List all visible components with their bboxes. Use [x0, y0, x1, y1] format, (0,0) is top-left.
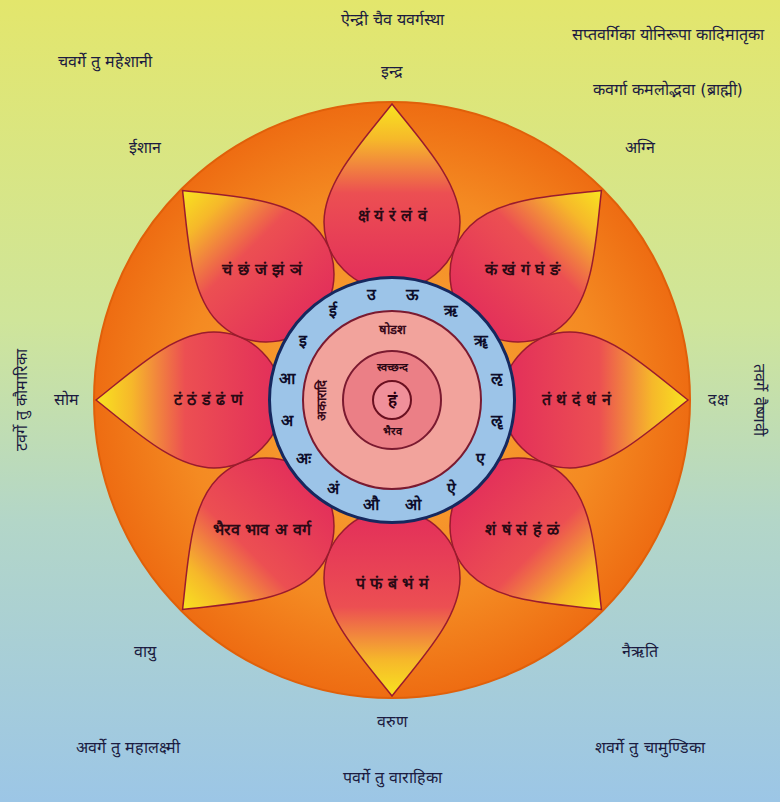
bija-syllable: हं — [388, 390, 397, 411]
vowel-letter: अं — [327, 479, 339, 499]
petal-shape — [96, 332, 282, 468]
matrika-label: टवर्गे तु कौमारिका — [12, 349, 32, 451]
ring-shape — [343, 351, 441, 449]
petal-syllables: टं ठं डं ढं णं — [174, 390, 243, 410]
direction-label: वायु — [134, 642, 156, 662]
vowel-letter: अः — [296, 449, 311, 469]
direction-label: नैऋति — [622, 642, 658, 662]
vowel-letter: ई — [329, 301, 337, 321]
direction-label: अग्नि — [625, 138, 655, 158]
ring-shape — [303, 311, 481, 489]
matrika-label: शवर्गे तु चामुण्डिका — [530, 738, 770, 758]
ring-word: स्वच्छन्द — [377, 361, 408, 375]
direction-label: इन्द्र — [381, 62, 403, 82]
petal-syllables: शं षं सं हं ळं — [485, 520, 559, 540]
matrika-label: पवर्गे तु वाराहिका — [343, 768, 442, 788]
vowel-letter: ओ — [405, 495, 421, 515]
vowel-letter: ॠ — [474, 331, 488, 351]
vowel-letter: ऌ — [491, 369, 502, 389]
petal-syllables: क्षं यं रं लं वं — [358, 206, 427, 226]
direction-label: वरुण — [377, 712, 408, 732]
vowel-letter: इ — [299, 331, 307, 351]
ring-word: भैरव — [383, 425, 402, 439]
vowel-letter: उ — [367, 285, 376, 305]
bija-center: हं — [372, 380, 412, 420]
matrika-label: कवर्गा कमलोद्भवा (ब्राह्मी) — [566, 80, 771, 100]
ring-word: षोडश — [379, 322, 406, 338]
orange-disc — [94, 102, 690, 698]
vowel-ring: अ आइ ई उ ऊ ऋॠऌ ॡएऐ ओ औ अं अः षोडश अकारादि स्वच्छन्द भै… — [268, 276, 516, 524]
vowel-letter: ऊ — [406, 285, 419, 305]
lotus-petal: टं ठं डं ढं णं — [146, 332, 282, 468]
petal-syllables: पं फं बं भं मं — [356, 574, 429, 594]
petal-shape — [324, 104, 460, 290]
vowel-letter: औ — [363, 495, 379, 515]
lotus-petal: पं फं बं भं मं — [324, 510, 460, 646]
matrika-label: चवर्गे तु महेशानी — [5, 52, 205, 72]
lotus-petal: क्षं यं रं लं वं — [324, 154, 460, 290]
matrika-label: ऐन्द्री चैव यवर्गस्था — [341, 10, 444, 30]
lotus-petal: तं थं दं धं नं — [502, 332, 638, 468]
vowel-letter: अ — [281, 411, 293, 431]
bhairava-ring: स्वच्छन्द भैरव हं — [342, 350, 442, 450]
vowel-letter: ॡ — [491, 411, 502, 431]
direction-label: दक्ष — [708, 390, 728, 410]
vowel-letter: ए — [476, 449, 485, 469]
ring-shape — [373, 381, 411, 419]
vowel-letter: ऐ — [447, 479, 456, 499]
petal-shape — [324, 510, 460, 696]
direction-label: ईशान — [129, 138, 161, 158]
petal-syllables: भैरव भाव अ वर्ग — [213, 520, 311, 540]
matrika-label: तवर्गे वैष्णवी — [748, 364, 768, 435]
petal-syllables: चं छं जं झं ञं — [222, 260, 301, 280]
petal-syllables: कं खं गं घं ङं — [485, 260, 560, 280]
matrika-label: अवर्गे तु महालक्ष्मी — [13, 738, 243, 758]
ring-shape — [270, 278, 515, 523]
petal-shape — [502, 332, 688, 468]
sixteen-ring: षोडश अकारादि स्वच्छन्द भैरव हं — [302, 310, 482, 490]
ring-word: अकारादि — [314, 380, 330, 421]
matrika-label: सप्तवर्गिका योनिरूपा कादिमातृका — [566, 25, 771, 45]
direction-label: सोम — [54, 390, 79, 410]
vowel-letter: ऋ — [444, 301, 458, 321]
petal-syllables: तं थं दं धं नं — [542, 390, 611, 410]
vowel-letter: आ — [279, 369, 295, 389]
